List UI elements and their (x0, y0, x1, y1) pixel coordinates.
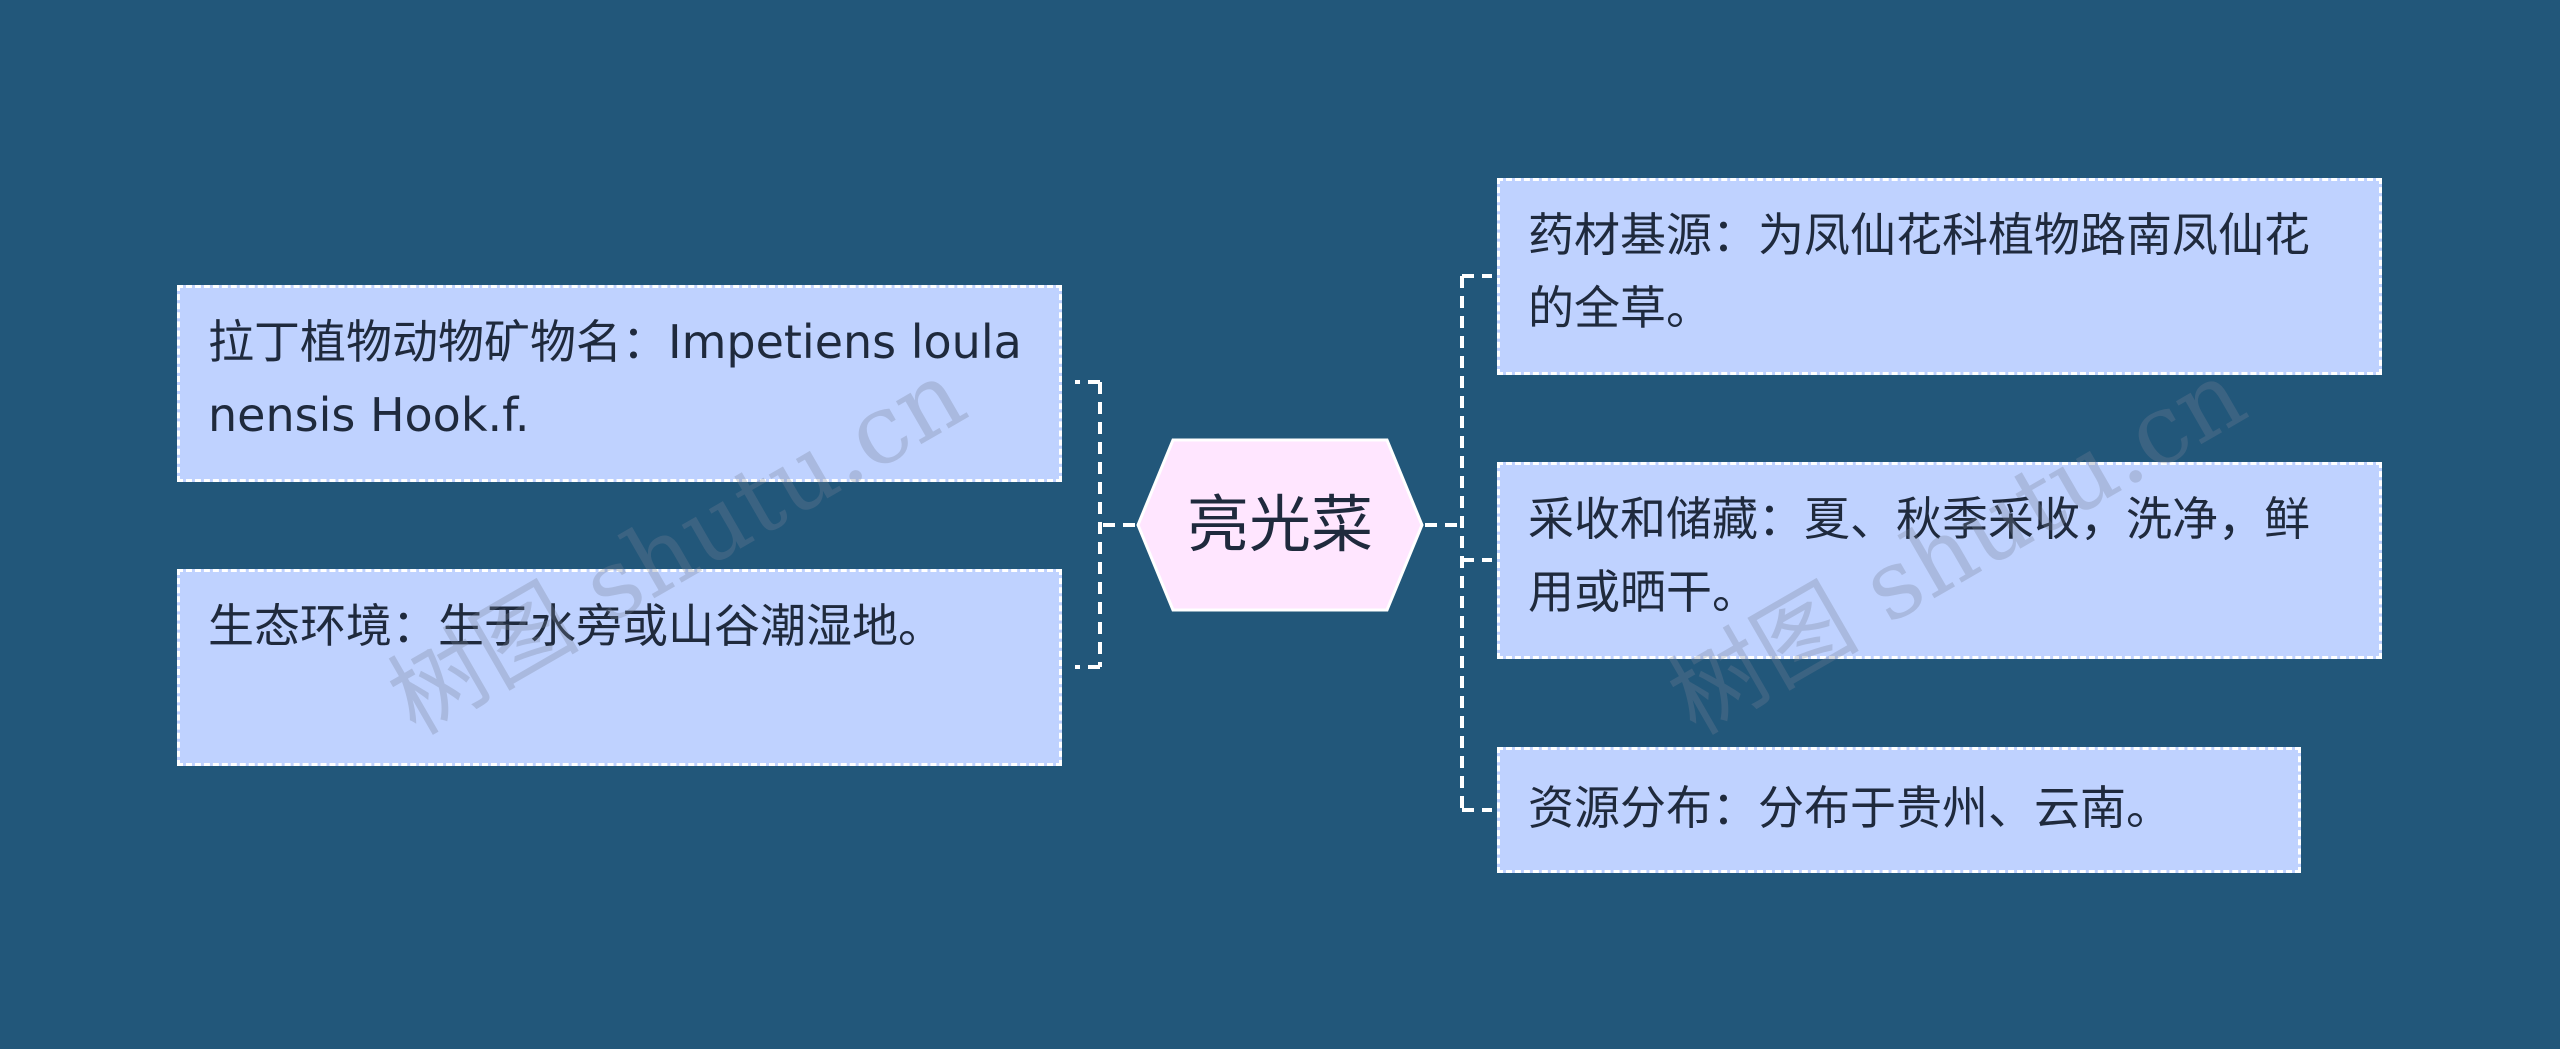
topic-distribution[interactable]: 资源分布：分布于贵州、云南。 (1497, 747, 2301, 873)
topic-latin-name[interactable]: 拉丁植物动物矿物名：Impetiens loulanensis Hook.f. (177, 285, 1062, 482)
topic-latin-name-text: 拉丁植物动物矿物名：Impetiens loulanensis Hook.f. (208, 315, 1022, 442)
central-topic-label: 亮光菜 (1186, 488, 1373, 561)
topic-medicinal-origin[interactable]: 药材基源：为凤仙花科植物路南凤仙花的全草。 (1497, 178, 2382, 375)
topic-habitat[interactable]: 生态环境：生于水旁或山谷潮湿地。 (177, 569, 1062, 766)
topic-distribution-text: 资源分布：分布于贵州、云南。 (1528, 781, 2172, 835)
topic-habitat-text: 生态环境：生于水旁或山谷潮湿地。 (208, 599, 944, 653)
central-topic-hexagon (1136, 438, 1424, 612)
topic-harvest-storage[interactable]: 采收和储藏：夏、秋季采收，洗净，鲜用或晒干。 (1497, 462, 2382, 659)
topic-harvest-storage-text: 采收和储藏：夏、秋季采收，洗净，鲜用或晒干。 (1528, 492, 2310, 619)
topic-medicinal-origin-text: 药材基源：为凤仙花科植物路南凤仙花的全草。 (1528, 208, 2310, 335)
central-topic[interactable]: 亮光菜 (1135, 437, 1425, 613)
